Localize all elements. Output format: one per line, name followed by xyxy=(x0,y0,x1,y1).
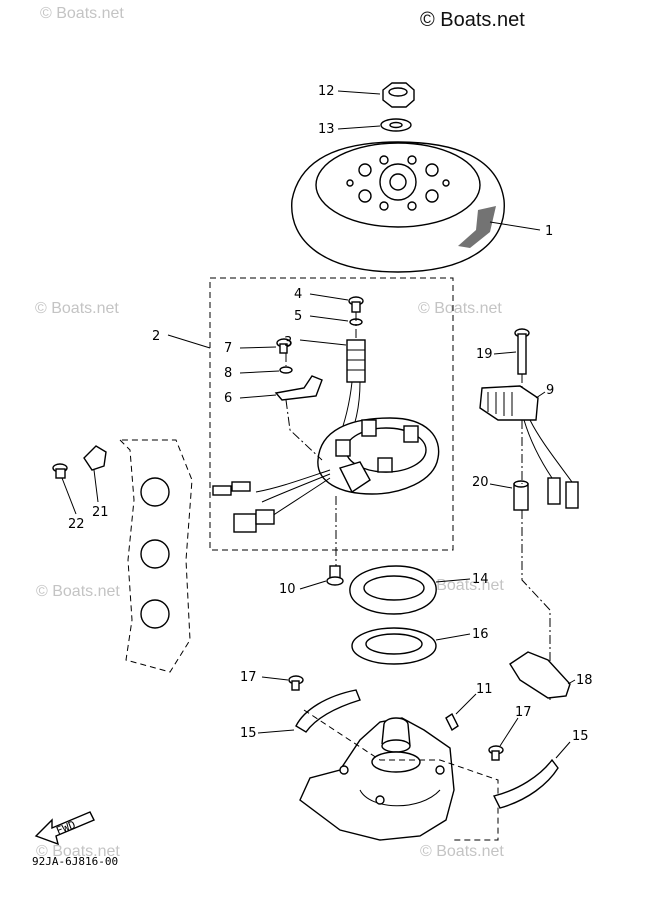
part-4-screw xyxy=(348,296,364,313)
callout-16: 16 xyxy=(472,627,489,642)
part-15-clamp-left xyxy=(295,689,361,733)
callout-22: 22 xyxy=(68,517,85,532)
part-11-key xyxy=(445,712,459,732)
callout-17-upper: 17 xyxy=(240,670,257,685)
assembly-2-boundary xyxy=(209,277,454,551)
callout-11: 11 xyxy=(476,682,493,697)
callout-21: 21 xyxy=(92,505,109,520)
part-10-bolt xyxy=(326,565,344,586)
callout-9: 9 xyxy=(546,383,554,398)
forward-arrow-icon: FWD xyxy=(34,811,95,846)
part-21-clip xyxy=(83,445,107,471)
watermark-mid-left: © Boats.net xyxy=(35,300,119,317)
watermark-top-right: © Boats.net xyxy=(420,9,525,31)
part-6-bracket xyxy=(274,375,323,401)
callout-20: 20 xyxy=(472,475,489,490)
callout-19: 19 xyxy=(476,347,493,362)
callout-1: 1 xyxy=(545,224,553,239)
part-7-screw xyxy=(276,338,292,354)
watermark-top-left: © Boats.net xyxy=(40,5,124,22)
part-20-collar xyxy=(513,480,529,511)
part-12-nut xyxy=(382,82,415,108)
callout-10: 10 xyxy=(279,582,296,597)
callout-14: 14 xyxy=(472,572,489,587)
callout-8: 8 xyxy=(224,366,232,381)
part-17-screw-lower xyxy=(488,745,504,761)
cylinder-block-outline xyxy=(118,439,193,673)
part-1-flywheel xyxy=(291,141,505,273)
callout-12: 12 xyxy=(318,84,335,99)
callout-15-right: 15 xyxy=(572,729,589,744)
watermark-lower-left: © Boats.net xyxy=(36,583,120,600)
part-13-washer xyxy=(380,118,412,132)
part-15-clamp-right xyxy=(492,758,559,809)
part-14-ring xyxy=(349,565,437,615)
watermark-bottom-left: © Boats.net xyxy=(36,843,120,860)
stator-wire-harness xyxy=(212,469,331,533)
stator-base-plate xyxy=(317,417,440,495)
callout-18: 18 xyxy=(576,673,593,688)
crankcase-block xyxy=(299,717,455,841)
watermark-mid-right: © Boats.net xyxy=(418,300,502,317)
callout-4: 4 xyxy=(294,287,302,302)
callout-6: 6 xyxy=(224,391,232,406)
part-19-bolt xyxy=(514,328,530,375)
part-16-ring xyxy=(351,627,437,665)
callout-13: 13 xyxy=(318,122,335,137)
watermark-bottom-right: © Boats.net xyxy=(420,843,504,860)
callout-15-left: 15 xyxy=(240,726,257,741)
callout-2: 2 xyxy=(152,329,160,344)
part-18-bracket xyxy=(509,651,571,699)
callout-17-lower: 17 xyxy=(515,705,532,720)
part-17-screw-upper xyxy=(288,675,304,691)
diagram-code: 92JA-6J816-00 xyxy=(32,855,118,868)
part-8-washer xyxy=(279,366,293,374)
callout-5: 5 xyxy=(294,309,302,324)
callout-7: 7 xyxy=(224,341,232,356)
callout-3: 3 xyxy=(284,335,292,350)
part-9-ignition-coil xyxy=(479,385,579,509)
part-22-screw xyxy=(52,463,68,479)
